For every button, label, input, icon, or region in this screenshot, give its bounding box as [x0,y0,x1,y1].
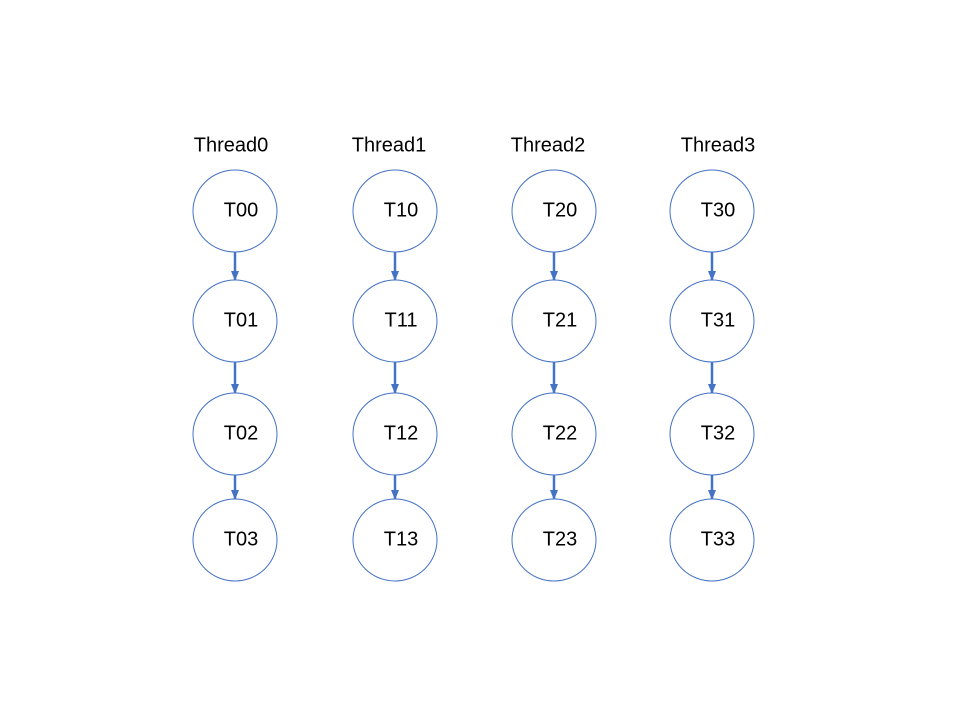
node-circle [511,169,597,253]
node-circle [192,392,278,476]
node-circle [352,279,438,363]
node-circle [669,392,755,476]
node-t02: T02 [192,392,278,476]
node-t13: T13 [352,498,438,582]
node-t23: T23 [511,498,597,582]
node-t03: T03 [192,498,278,582]
node-label: T11 [385,309,418,331]
thread-label-2: Thread2 [511,134,586,156]
node-t21: T21 [511,279,597,363]
node-label: T13 [384,528,418,550]
node-t30: T30 [669,169,755,253]
node-circle [352,392,438,476]
node-circle [192,498,278,582]
node-circle [669,279,755,363]
thread-label-3: Thread3 [681,134,756,156]
node-circle [669,498,755,582]
node-label: T00 [224,199,258,221]
node-circle [352,169,438,253]
node-label: T31 [701,309,735,331]
node-label: T23 [543,528,577,550]
node-circle [192,279,278,363]
node-label: T03 [224,528,258,550]
node-label: T30 [701,199,735,221]
node-label: T22 [543,422,577,444]
node-label: T12 [384,422,418,444]
thread-label-0: Thread0 [194,134,269,156]
node-circle [511,392,597,476]
thread-label-1: Thread1 [352,134,427,156]
node-label: T02 [224,422,258,444]
node-t22: T22 [511,392,597,476]
node-circle [192,169,278,253]
node-t10: T10 [352,169,438,253]
node-t31: T31 [669,279,755,363]
node-label: T21 [543,309,577,331]
node-circle [511,279,597,363]
node-label: T01 [224,309,258,331]
node-label: T20 [543,199,577,221]
node-t01: T01 [192,279,278,363]
node-t11: T11 [352,279,438,363]
node-circle [511,498,597,582]
node-label: T10 [384,199,418,221]
node-t33: T33 [669,498,755,582]
node-label: T33 [701,528,735,550]
node-t20: T20 [511,169,597,253]
node-t32: T32 [669,392,755,476]
node-label: T32 [701,422,735,444]
node-circle [669,169,755,253]
node-circle [352,498,438,582]
node-t00: T00 [192,169,278,253]
node-t12: T12 [352,392,438,476]
